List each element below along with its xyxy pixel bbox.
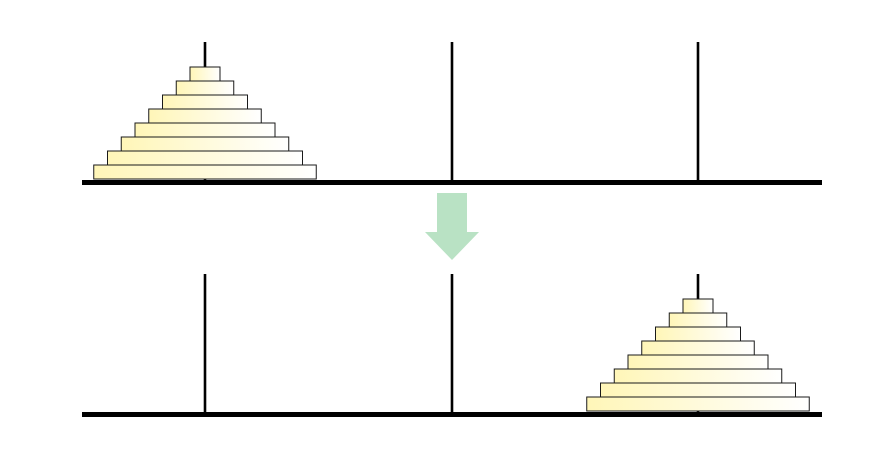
disk-6 [120,136,290,152]
disk-8 [586,396,810,412]
disk-7 [600,382,796,398]
disk-1 [682,298,714,314]
disk-7 [107,150,303,166]
disk-2 [668,312,728,328]
disk-8 [93,164,317,180]
disk-1 [189,66,221,82]
transition-arrow [425,193,479,260]
disk-2 [175,80,235,96]
disk-4 [148,108,262,124]
base-line [82,412,822,417]
disk-5 [627,354,769,370]
final-state-panel [82,274,822,417]
disk-6 [613,368,783,384]
arrow-down-icon [425,193,479,260]
disk-3 [655,326,741,342]
disk-5 [134,122,276,138]
initial-state-panel [82,42,822,185]
disk-3 [162,94,248,110]
base-line [82,180,822,185]
disk-4 [641,340,755,356]
